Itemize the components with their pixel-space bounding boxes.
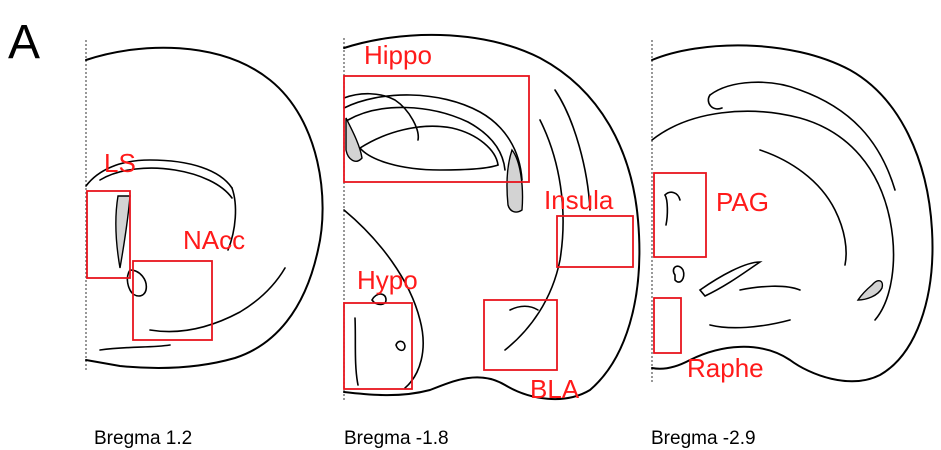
roi-label-bla: BLA bbox=[530, 374, 580, 404]
roi-label-hypo: Hypo bbox=[357, 265, 418, 295]
roi-box-hypo bbox=[344, 303, 412, 389]
lateral-ventricle bbox=[116, 196, 130, 268]
section-bregma-minus-1-8: Hippo Insula Hypo BLA Bregma -1.8 bbox=[344, 35, 639, 449]
roi-box-insula bbox=[557, 216, 633, 267]
ventricle bbox=[858, 281, 882, 300]
roi-label-pag: PAG bbox=[716, 187, 769, 217]
roi-label-hippo: Hippo bbox=[364, 40, 432, 70]
hippocampus-outline bbox=[344, 95, 522, 180]
panel-letter: A bbox=[8, 16, 40, 69]
hippocampus-arc bbox=[652, 111, 894, 320]
roi-label-ls: LS bbox=[104, 148, 136, 178]
section-bregma-1-2: LS NAcc Bregma 1.2 bbox=[86, 40, 323, 449]
roi-label-raphe: Raphe bbox=[687, 353, 764, 383]
roi-box-pag bbox=[654, 173, 706, 257]
ventricle-right bbox=[507, 150, 522, 212]
bregma-caption: Bregma 1.2 bbox=[94, 428, 192, 449]
hemisphere-outline bbox=[652, 45, 932, 381]
hemisphere-outline bbox=[344, 35, 639, 399]
roi-box-raphe bbox=[654, 298, 681, 353]
ventricle-left bbox=[346, 118, 362, 161]
roi-label-insula: Insula bbox=[544, 185, 614, 215]
section-bregma-minus-2-9: PAG Raphe Bregma -2.9 bbox=[651, 40, 932, 449]
bregma-caption: Bregma -1.8 bbox=[344, 428, 449, 449]
roi-label-nacc: NAcc bbox=[183, 225, 245, 255]
bregma-caption: Bregma -2.9 bbox=[651, 428, 756, 449]
